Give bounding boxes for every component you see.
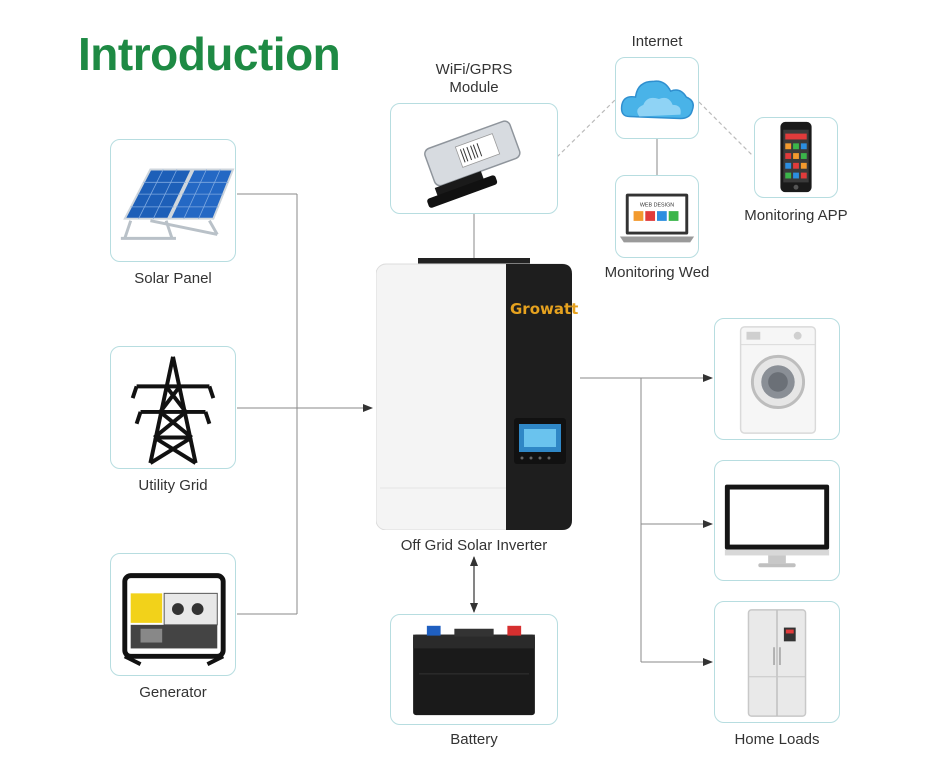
solar-panel-card[interactable] xyxy=(110,139,236,262)
utility-grid-card[interactable] xyxy=(110,346,236,469)
monitoring-web-card[interactable]: WEB DESIGN xyxy=(615,175,699,258)
monitor-card[interactable] xyxy=(714,460,840,581)
laptop-screen-text: WEB DESIGN xyxy=(640,202,674,208)
solar-panel-label: Solar Panel xyxy=(110,270,236,288)
inverter-icon xyxy=(376,258,572,530)
refrigerator-icon xyxy=(715,602,839,722)
battery-label: Battery xyxy=(390,731,558,749)
transmission-tower-icon xyxy=(111,347,235,468)
cloud-icon xyxy=(616,58,698,138)
solar-panel-icon xyxy=(111,140,235,261)
sources-bus-line xyxy=(237,194,297,614)
battery-card[interactable] xyxy=(390,614,558,725)
utility-grid-label: Utility Grid xyxy=(110,477,236,495)
internet-app-dashed xyxy=(699,102,753,156)
inverter-label: Off Grid Solar Inverter xyxy=(376,537,572,555)
refrigerator-card[interactable] xyxy=(714,601,840,723)
monitoring-web-label: Monitoring Wed xyxy=(590,264,724,282)
inverter-unit[interactable]: Growatt xyxy=(376,258,572,530)
monitoring-app-card[interactable] xyxy=(754,117,838,198)
smartphone-icon xyxy=(755,118,837,197)
wifi-module-card[interactable] xyxy=(390,103,558,214)
internet-label: Internet xyxy=(615,33,699,51)
internet-wifi-dashed xyxy=(557,100,615,157)
monitor-icon xyxy=(715,461,839,580)
loads-bus-line xyxy=(580,378,641,662)
generator-card[interactable] xyxy=(110,553,236,676)
generator-icon xyxy=(111,554,235,675)
laptop-icon: WEB DESIGN xyxy=(616,176,698,257)
monitoring-app-label: Monitoring APP xyxy=(730,207,862,225)
internet-card[interactable] xyxy=(615,57,699,139)
battery-icon xyxy=(391,615,557,724)
washing-machine-card[interactable] xyxy=(714,318,840,440)
washing-machine-icon xyxy=(715,319,839,439)
generator-label: Generator xyxy=(110,684,236,702)
home-loads-label: Home Loads xyxy=(714,731,840,749)
inverter-brand-logo: Growatt xyxy=(510,300,578,318)
wifi-dongle-icon xyxy=(391,104,557,213)
wifi-module-label: WiFi/GPRS Module xyxy=(390,61,558,97)
